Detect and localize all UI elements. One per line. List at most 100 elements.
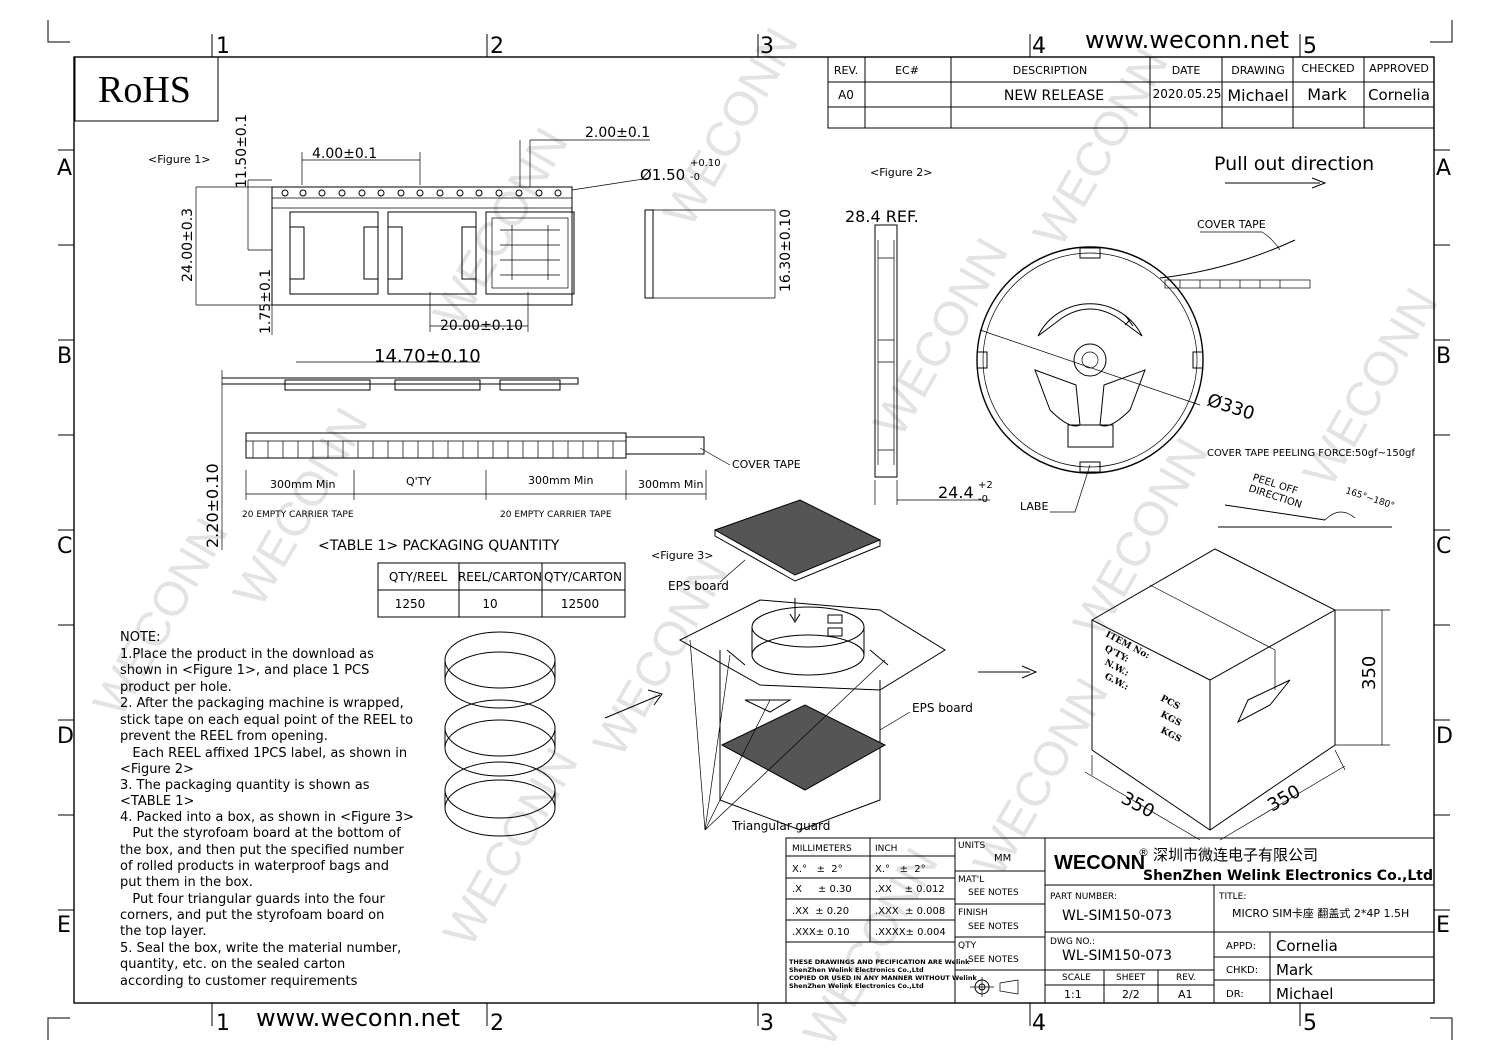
website-link-top[interactable]: www.weconn.net [1085,26,1289,54]
row-label: C [57,534,72,559]
notes-block: NOTE: 1.Place the product in the downloa… [120,630,414,989]
title-label: TITLE: [1218,892,1246,902]
qty-carton-header: QTY/CARTON [544,570,622,584]
dim-pitch: 4.00±0.1 [312,146,377,162]
appd-label: APPD: [1226,941,1256,952]
figure-1-label: <Figure 1> [148,153,211,166]
column-label: 2 [490,34,504,59]
dim-2-20: 2.20±0.10 [203,463,222,548]
inch-tol: .XXX ± 0.008 [875,906,945,917]
reel-label-pad [1067,424,1114,448]
watermark: WECONN [654,20,809,236]
table1-title: <TABLE 1> PACKAGING QUANTITY [318,538,560,554]
figure-3-label: <Figure 3> [651,549,714,562]
appd-value: Cornelia [1276,937,1338,955]
rohs-mark: RoHS [98,69,191,111]
dim-hole-sub: -0 [690,172,700,183]
mm-header: MILLIMETERS [792,844,852,854]
figure-1: <Figure 1> 4.00±0.1 2.00±0.1 [148,114,794,550]
tolerance-block: MILLIMETERS INCH X.° ± 2° .X ± 0.30 .XX … [785,837,977,1004]
rev-header: REV. [834,64,858,77]
company-cn-name: 深圳市微连电子有限公司 [1153,846,1318,864]
chkd-label: CHKD: [1226,965,1258,976]
column-label: 1 [216,34,230,59]
note-line: the box, and then put the specified numb… [120,843,404,858]
units-value: MM [994,853,1011,864]
strip-cover-tape-label: COVER TAPE [732,458,801,471]
watermark: WECONN [424,120,579,336]
mm-tol: X.° ± 2° [792,864,843,875]
segment-300mm-mid: 300mm Min [528,474,593,487]
note-line: Put four triangular guards into the four [120,892,386,907]
disclaimer-line: ShenZhen Welink Electronics Co.,Ltd [789,966,924,974]
sheet-value: 2/2 [1122,988,1140,1001]
reel-labe-label: LABE [1020,500,1048,513]
drawing-value: Michael [1227,86,1288,105]
dim-hole-sup: +0.10 [690,158,721,169]
box-width: 350 [1264,781,1304,816]
column-label: 4 [1032,1011,1046,1036]
figure-2-label: <Figure 2> [870,166,933,179]
column-label: 1 [216,1011,230,1036]
column-label: 3 [760,1011,774,1036]
finish-label: FINISH [958,908,988,918]
carrier-tape-outline [271,186,573,306]
peel-angle: 165°~180° [1344,486,1396,511]
mm-tol: .XXX± 0.10 [792,927,850,938]
row-label: B [1436,344,1451,369]
watermark: WECONN [864,230,1019,446]
note-line: of rolled products in waterproof bags an… [120,859,389,874]
dim-1-75: 1.75±0.1 [258,269,274,334]
note-line: shown in <Figure 1>, and place 1 PCS [120,663,369,678]
dim-16-30: 16.30±0.10 [778,209,794,292]
watermark: WECONN [224,400,379,616]
company-logo: WECONN [1054,852,1145,874]
revision-table: REV. EC# DESCRIPTION DATE DRAWING CHECKE… [827,56,1435,129]
reel-diameter: Ø330 [1204,390,1257,425]
rev-value: A1 [1178,988,1193,1001]
inch-tol: .XXXX± 0.004 [875,927,946,938]
spec-column: UNITS MM MAT'L SEE NOTES FINISH SEE NOTE… [954,837,1046,1004]
note-line: corners, and put the styrofoam board on [120,908,384,923]
ec-header: EC# [895,64,919,77]
box-length: 350 [1118,788,1158,823]
dim-hole-main: Ø1.50 [640,166,685,184]
eps-board-top-label: EPS board [668,579,729,593]
reel-width-main: 24.4 [938,483,974,502]
row-label: C [1436,534,1451,559]
pull-out-direction: Pull out direction [1214,153,1374,175]
part-number-value: WL-SIM150-073 [1062,908,1172,924]
approved-header: APPROVED [1369,62,1429,75]
part-number-label: PART NUMBER: [1050,892,1117,902]
company-block: WECONN ® 深圳市微连电子有限公司 ShenZhen Welink Ele… [1044,837,1435,1004]
projection-symbol-icon [970,977,1019,997]
row-label: D [57,724,74,749]
row-label: B [57,344,72,369]
note-line: Each REEL affixed 1PCS label, as shown i… [120,746,407,761]
website-link-bottom[interactable]: www.weconn.net [256,1004,460,1032]
note-line: according to customer requirements [120,974,358,989]
dr-value: Michael [1276,985,1333,1003]
column-label: 2 [490,1011,504,1036]
rohs-box [74,56,219,122]
disclaimer-line: THESE DRAWINGS AND PECIFICATION ARE Weli… [789,958,970,966]
corner-marks [47,20,1453,1040]
dim-11-50: 11.50±0.1 [234,114,250,188]
segment-300mm-left: 300mm Min [270,478,335,491]
scale-label: SCALE [1062,973,1091,983]
inch-tol: .XX ± 0.012 [875,884,945,895]
checked-header: CHECKED [1301,62,1354,75]
pockets [289,211,575,295]
description-header: DESCRIPTION [1013,64,1087,77]
dim-24-00: 24.00±0.3 [180,208,196,282]
inch-tol: X.° ± 2° [875,864,926,875]
pull-arrow [1225,177,1327,189]
note-line: product per hole. [120,680,232,695]
empty-carrier-right: 20 EMPTY CARRIER TAPE [500,510,612,520]
column-label: 5 [1303,1011,1317,1036]
tape-strip: COVER TAPE 300mm Min Q'TY 300mm Min 300m… [242,432,801,520]
dwg-no-value: WL-SIM150-073 [1062,948,1172,964]
peeling-force: COVER TAPE PEELING FORCE:50gf~150gf [1207,448,1415,459]
qty-reel-header: QTY/REEL [389,570,448,584]
note-line: <Figure 2> [120,762,194,777]
